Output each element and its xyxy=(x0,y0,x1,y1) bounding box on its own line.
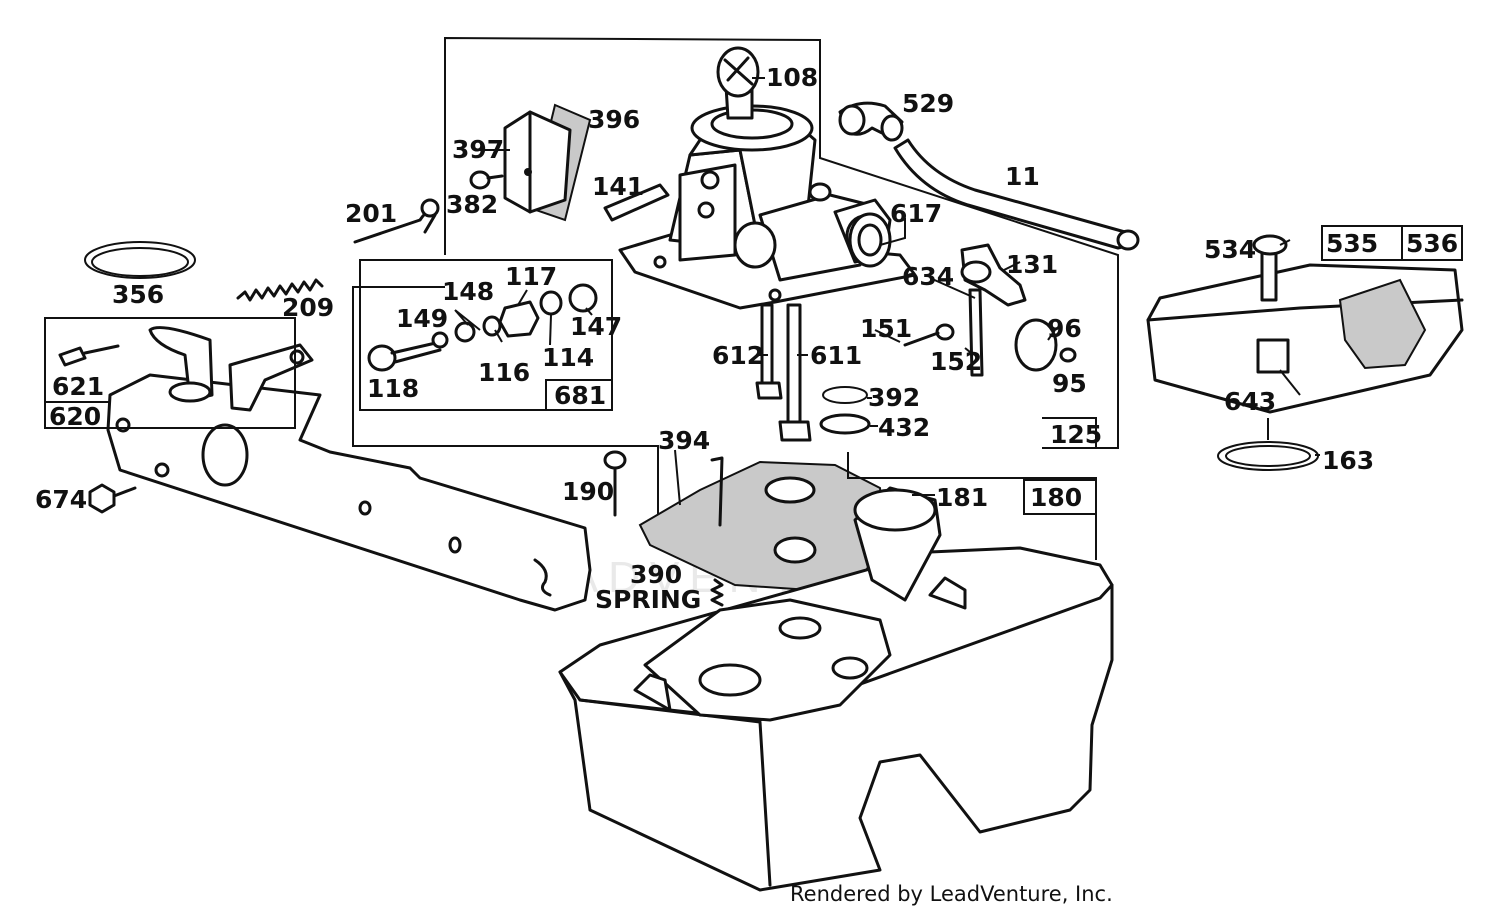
label-396: 396 xyxy=(588,105,640,134)
label-141: 141 xyxy=(592,172,644,201)
label-612: 612 xyxy=(712,341,764,370)
screw-621 xyxy=(58,344,120,367)
fuel-pipe-end xyxy=(1116,229,1140,251)
pin-141 xyxy=(603,183,670,222)
label-147: 147 xyxy=(570,312,622,341)
label-108: 108 xyxy=(766,63,818,92)
diaphragm-hole xyxy=(764,476,816,504)
label-529: 529 xyxy=(902,89,954,118)
label-11: 11 xyxy=(1005,162,1040,191)
label-151: 151 xyxy=(860,314,912,343)
label-390: 390 xyxy=(630,560,682,589)
label-397: 397 xyxy=(452,135,504,164)
label-611: 611 xyxy=(810,341,862,370)
label-116: 116 xyxy=(478,358,530,387)
needle-valve-108 xyxy=(716,46,760,98)
carburetor-body xyxy=(618,61,917,310)
label-681: 681 xyxy=(554,381,606,410)
box-620 xyxy=(44,317,296,429)
label-96: 96 xyxy=(1047,314,1082,343)
label-634: 634 xyxy=(902,262,954,291)
label-535: 535 xyxy=(1326,229,1378,258)
label-643: 643 xyxy=(1224,387,1276,416)
part-labels: 108 529 396 397 141 11 201 382 617 534 5… xyxy=(35,63,1458,614)
label-382: 382 xyxy=(446,190,498,219)
fuel-valve-parts xyxy=(903,243,1077,377)
label-180: 180 xyxy=(1030,483,1082,512)
label-118: 118 xyxy=(367,374,419,403)
seal-ring-356 xyxy=(84,241,196,279)
label-114: 114 xyxy=(542,343,594,372)
throttle-shafts xyxy=(755,303,812,442)
label-394: 394 xyxy=(658,426,710,455)
spring-209 xyxy=(236,278,324,302)
screw-674 xyxy=(88,483,137,514)
label-534: 534 xyxy=(1204,235,1256,264)
footer-credit: Rendered by LeadVenture, Inc. xyxy=(790,882,1113,906)
diaphragm-hole-2 xyxy=(773,536,817,564)
label-621: 621 xyxy=(52,372,104,401)
fuel-elbow-529 xyxy=(838,101,904,142)
label-201: 201 xyxy=(345,199,397,228)
label-117: 117 xyxy=(505,262,557,291)
label-536: 536 xyxy=(1406,229,1458,258)
label-620: 620 xyxy=(49,402,101,431)
screw-382 xyxy=(469,170,504,190)
leader-lines xyxy=(454,77,1320,506)
bracket-180 xyxy=(847,452,1097,560)
fuel-tank-180 xyxy=(558,486,1114,892)
kit-box-681 xyxy=(359,259,613,411)
label-190: 190 xyxy=(562,477,614,506)
link-201-ring xyxy=(420,198,440,218)
label-95: 95 xyxy=(1052,369,1087,398)
label-209: 209 xyxy=(282,293,334,322)
diaphragm-pin xyxy=(710,456,724,527)
box-535-536 xyxy=(1321,225,1463,261)
label-392: 392 xyxy=(868,383,920,412)
kit-parts-681 xyxy=(367,283,598,372)
control-plate-620 xyxy=(106,326,592,612)
spring-390 xyxy=(710,578,724,607)
label-432: 432 xyxy=(878,413,930,442)
kit-box-681-tag xyxy=(545,379,613,411)
screw-190 xyxy=(603,450,627,517)
gaskets-392-432 xyxy=(819,386,871,435)
label-163: 163 xyxy=(1322,446,1374,475)
assembly-bracket-125 xyxy=(352,36,1119,520)
label-674: 674 xyxy=(35,485,87,514)
label-148: 148 xyxy=(442,277,494,306)
label-125: 125 xyxy=(1050,420,1102,449)
label-152: 152 xyxy=(930,347,982,376)
label-181: 181 xyxy=(936,483,988,512)
fuel-tank-cap-assembly xyxy=(1146,234,1464,471)
choke-parts xyxy=(503,103,592,222)
label-356: 356 xyxy=(112,280,164,309)
label-spring: SPRING xyxy=(595,585,701,614)
label-131: 131 xyxy=(1006,250,1058,279)
label-617: 617 xyxy=(890,199,942,228)
intake-elbow-617 xyxy=(848,212,892,268)
label-149: 149 xyxy=(396,304,448,333)
